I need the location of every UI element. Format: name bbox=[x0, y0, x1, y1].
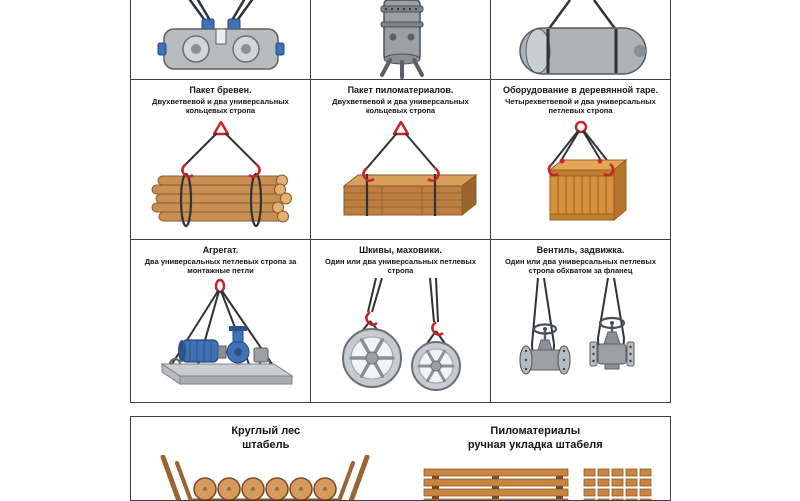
round-timber-panel: Круглый лес штабель bbox=[131, 417, 401, 500]
scheme-desc: Двухветвевой и два универсальных кольцев… bbox=[152, 96, 289, 116]
lumber-manual-stack-illustration bbox=[423, 468, 652, 500]
crane-hook-block-illustration bbox=[157, 0, 284, 70]
scheme-cell-vertical-vessel bbox=[311, 0, 491, 80]
schemes-grid: Пакет бревен. Двухветвевой и два универс… bbox=[130, 0, 671, 403]
scheme-title: Шкивы, маховики. bbox=[359, 245, 442, 255]
scheme-title: Агрегат. bbox=[202, 245, 239, 255]
horizontal-tank-illustration bbox=[518, 0, 647, 75]
scheme-title: Вентиль, задвижка. bbox=[536, 245, 625, 255]
lumber-stack-title: Пиломатериалы bbox=[490, 425, 581, 437]
stacking-section: Круглый лес штабель bbox=[130, 416, 671, 501]
scheme-desc: Один или два универсальных петлевых стро… bbox=[324, 256, 476, 276]
scheme-title: Пакет пиломатериалов. bbox=[347, 85, 454, 95]
round-timber-title: Круглый лес bbox=[231, 425, 301, 437]
vertical-vessel-illustration bbox=[379, 0, 424, 79]
log-bundle-illustration bbox=[151, 120, 292, 227]
scheme-cell-log-bundle: Пакет бревен. Двухветвевой и два универс… bbox=[131, 80, 311, 240]
lumber-package-illustration bbox=[342, 120, 477, 216]
scheme-cell-pulleys: Шкивы, маховики. Один или два универсаль… bbox=[311, 240, 491, 403]
scheme-cell-horizontal-tank bbox=[491, 0, 671, 80]
lumber-stack-panel: Пиломатериалы ручная укладка штабеля bbox=[401, 417, 671, 500]
pulleys-flywheels-illustration bbox=[341, 277, 461, 391]
scheme-desc: Четырехветвевой и два универсальных петл… bbox=[505, 96, 656, 116]
scheme-cell-crane-hook-block bbox=[131, 0, 311, 80]
slinging-schemes-poster: Пакет бревен. Двухветвевой и два универс… bbox=[130, 0, 671, 501]
wooden-crate-illustration bbox=[547, 120, 627, 221]
scheme-desc: Один или два универсальных петлевых стро… bbox=[504, 256, 656, 276]
lumber-stack-subtitle: ручная укладка штабеля bbox=[467, 439, 603, 452]
round-timber-subtitle: штабель bbox=[242, 439, 290, 452]
scheme-cell-lumber-package: Пакет пиломатериалов. Двухветвевой и два… bbox=[311, 80, 491, 240]
scheme-title: Пакет бревен. bbox=[189, 85, 252, 95]
scheme-desc: Двухветвевой и два универсальных кольцев… bbox=[332, 96, 469, 116]
valves-illustration bbox=[518, 277, 634, 375]
scheme-cell-wooden-crate: Оборудование в деревянной таре. Четырехв… bbox=[491, 80, 671, 240]
round-timber-stack-illustration bbox=[160, 454, 370, 500]
scheme-desc: Два универсальных петлевых стропа за мон… bbox=[144, 256, 297, 276]
pump-unit-illustration bbox=[159, 278, 294, 385]
scheme-cell-valves: Вентиль, задвижка. Один или два универса… bbox=[491, 240, 671, 403]
scheme-cell-pump-unit: Агрегат. Два универсальных петлевых стро… bbox=[131, 240, 311, 403]
scheme-title: Оборудование в деревянной таре. bbox=[502, 85, 659, 95]
